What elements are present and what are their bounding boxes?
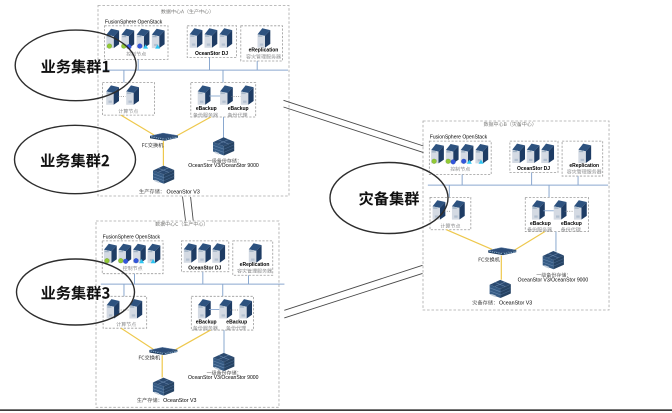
svg-text:eBackup: eBackup: [196, 106, 217, 112]
svg-text:eReplication: eReplication: [569, 163, 599, 169]
svg-text:FusionSphere OpenStack: FusionSphere OpenStack: [430, 135, 488, 141]
svg-text:FusionSphere OpenStack: FusionSphere OpenStack: [105, 19, 163, 25]
svg-text:FusionSphere OpenStack: FusionSphere OpenStack: [103, 234, 161, 240]
svg-text:eReplication: eReplication: [240, 262, 270, 268]
svg-text:OceanStor DJ: OceanStor DJ: [517, 166, 550, 172]
svg-text:OceanStor DJ: OceanStor DJ: [195, 51, 228, 57]
svg-text:eBackup: eBackup: [530, 221, 551, 227]
svg-text:OceanStor V3: OceanStor V3: [163, 398, 196, 404]
svg-text:OceanStor V3: OceanStor V3: [499, 301, 532, 307]
svg-text:eBackup: eBackup: [228, 106, 249, 112]
svg-text:OceanStor V3/OceanStor 9000: OceanStor V3/OceanStor 9000: [188, 163, 259, 169]
svg-text:eBackup: eBackup: [561, 221, 582, 227]
svg-text:OceanStor V3: OceanStor V3: [167, 189, 200, 195]
svg-text:OceanStor V3/OceanStor 9000: OceanStor V3/OceanStor 9000: [518, 277, 589, 283]
svg-text:eBackup: eBackup: [226, 319, 247, 325]
svg-text:OceanStor V3/OceanStor 9000: OceanStor V3/OceanStor 9000: [188, 375, 259, 381]
svg-text:eBackup: eBackup: [196, 319, 217, 325]
svg-text:eReplication: eReplication: [249, 48, 279, 54]
svg-text:OceanStor DJ: OceanStor DJ: [188, 265, 221, 271]
